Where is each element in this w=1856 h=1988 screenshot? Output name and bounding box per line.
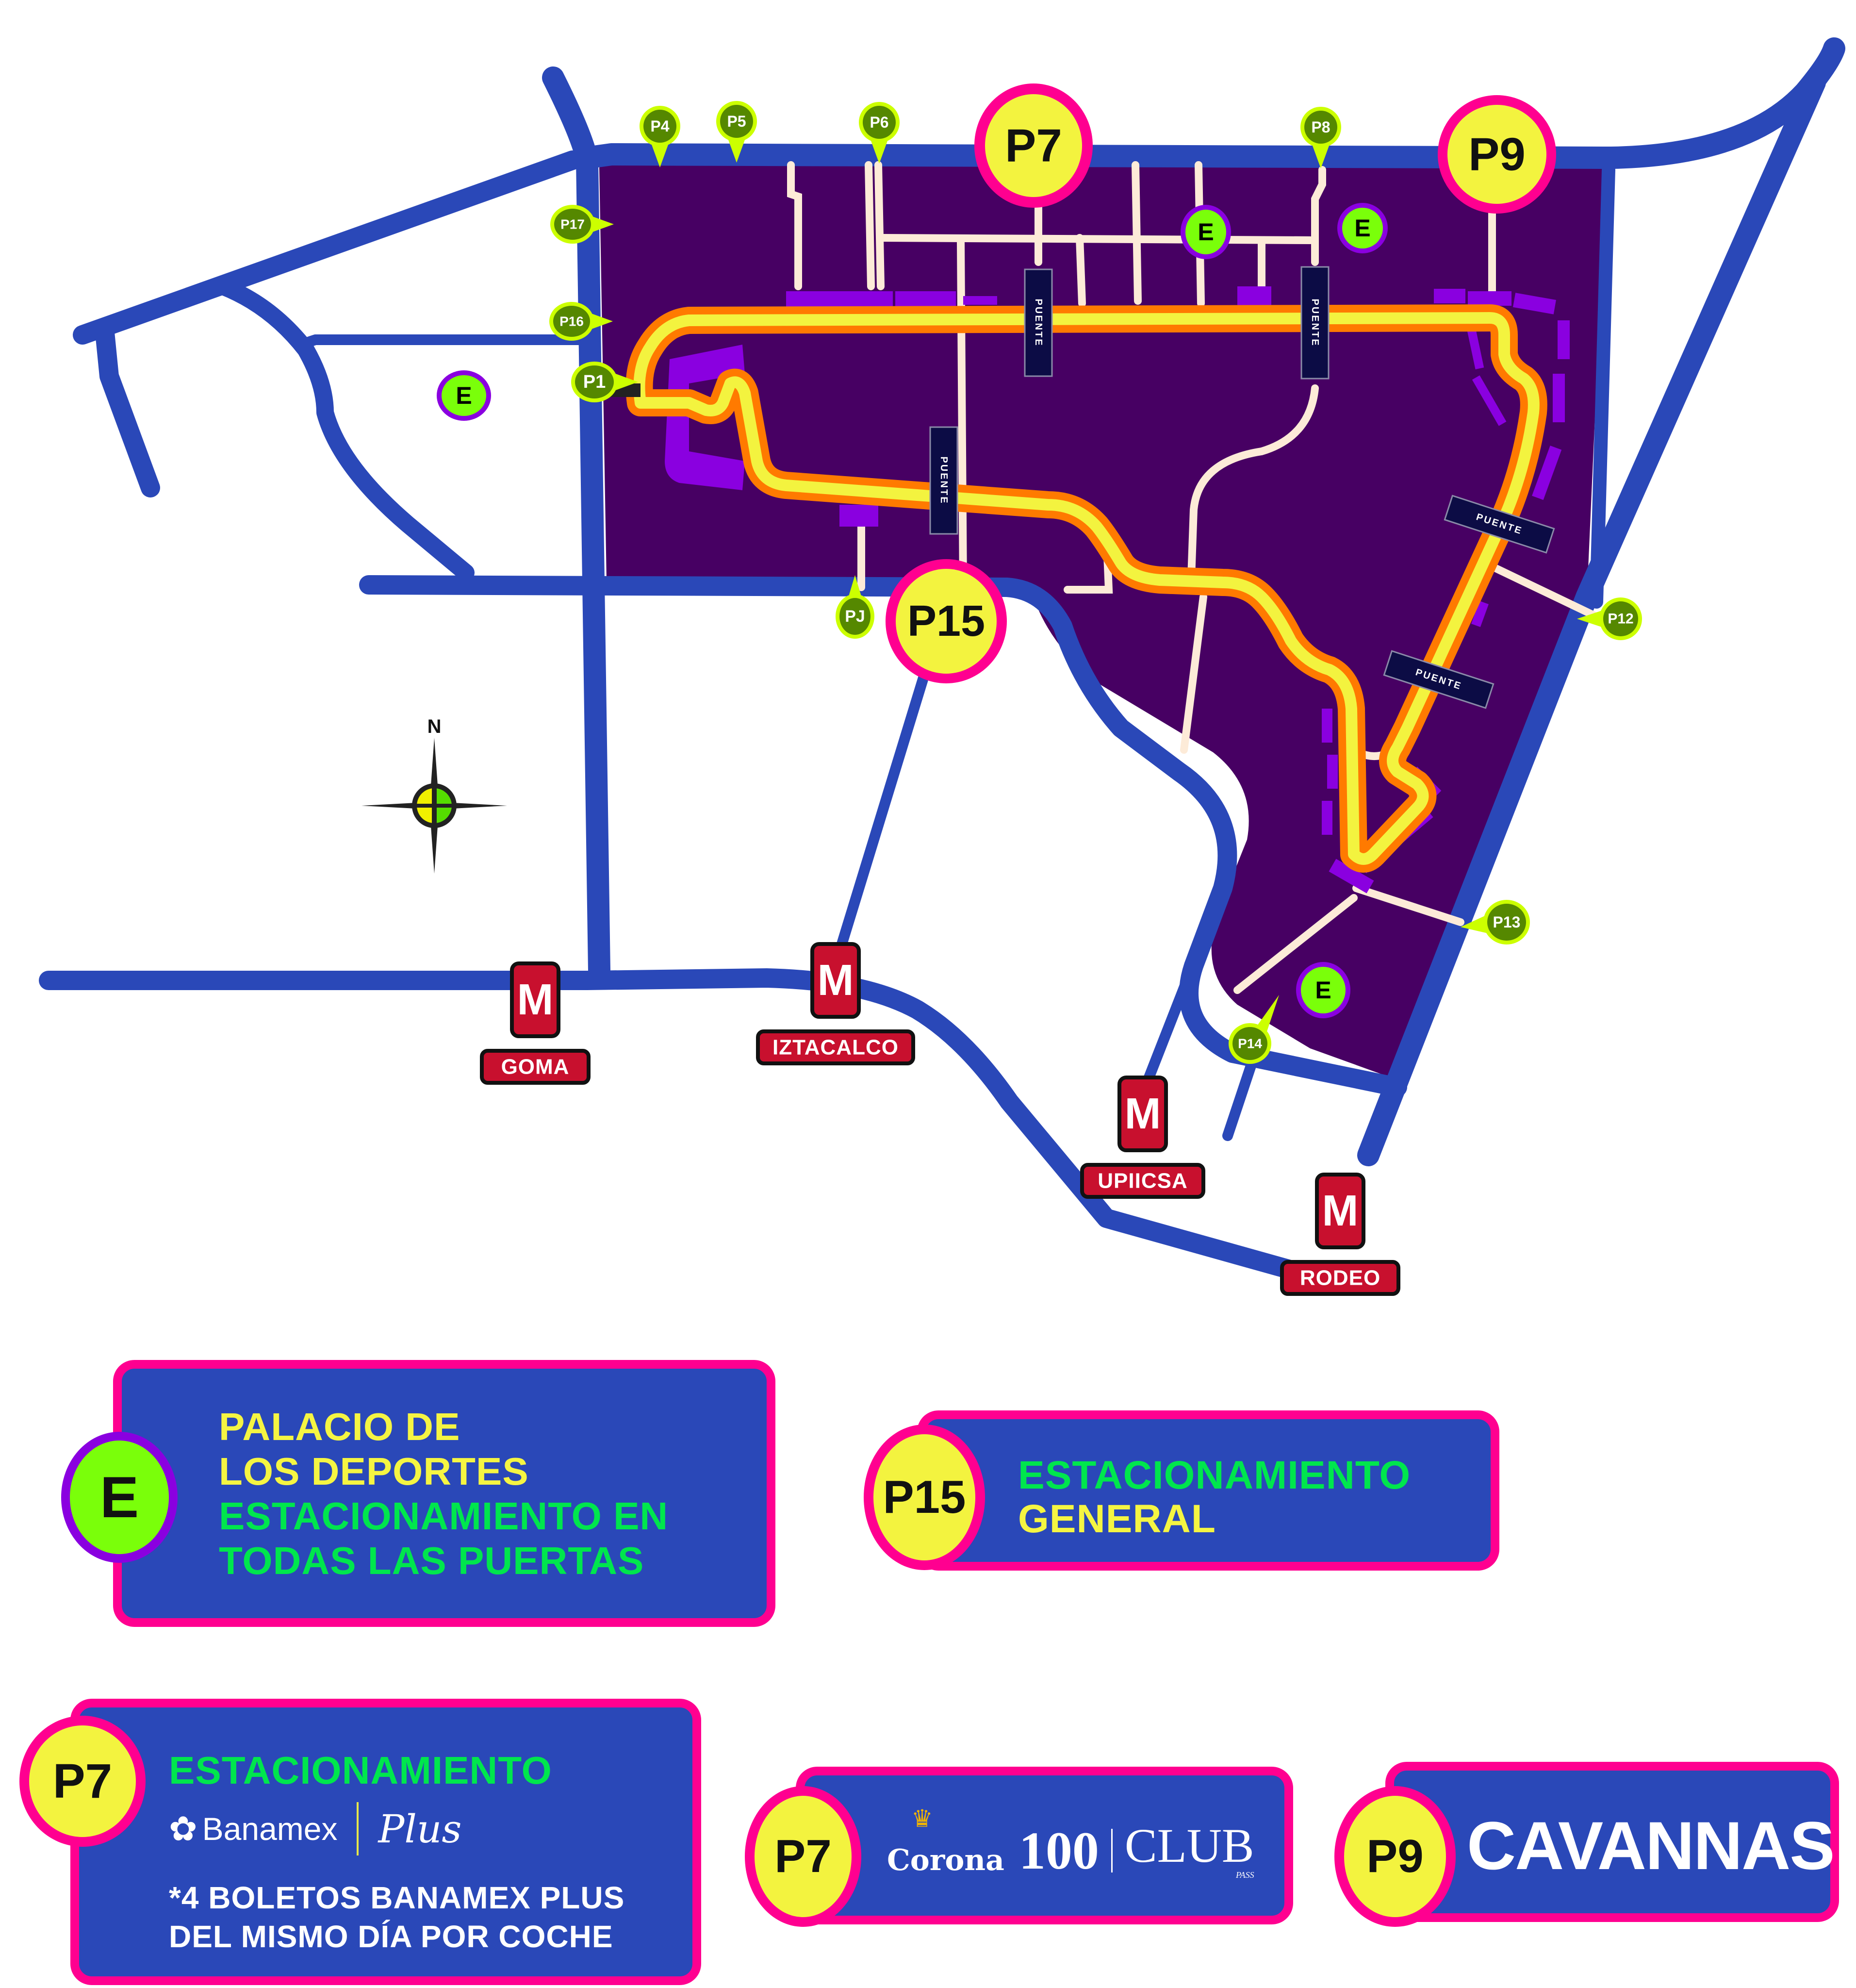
pin-p4[interactable]: P4: [640, 106, 680, 167]
legend-p7-banamex-badge: P7: [19, 1716, 146, 1847]
logo-divider: [357, 1802, 359, 1855]
svg-text:IZTACALCO: IZTACALCO: [772, 1036, 899, 1060]
svg-text:E: E: [1354, 215, 1370, 242]
metro-logo-icon: M: [818, 956, 854, 1005]
svg-text:P9: P9: [1468, 129, 1525, 181]
cavannas-logo-text: CAVANNAS: [1467, 1807, 1835, 1884]
svg-text:PUENTE: PUENTE: [1310, 298, 1320, 347]
compass-icon: N: [361, 716, 507, 874]
bridge-4[interactable]: PUENTE: [1444, 495, 1555, 554]
legend-p7-note1: *4 BOLETOS BANAMEX PLUS: [169, 1880, 625, 1915]
bridge-5[interactable]: PUENTE: [1383, 650, 1495, 709]
svg-text:P12: P12: [1608, 611, 1633, 627]
banamex-flower-icon: ✿: [169, 1810, 197, 1848]
banamex-plus-logos: ✿ Banamex Plus: [169, 1802, 461, 1855]
svg-text:P15: P15: [907, 597, 985, 646]
logo-divider: [1111, 1829, 1113, 1872]
e-marker-2[interactable]: E: [1337, 203, 1388, 253]
pin-p12[interactable]: P12: [1577, 597, 1642, 640]
legend-p7-corona-badge: P7: [745, 1786, 861, 1927]
pin-p17[interactable]: P17: [550, 205, 614, 244]
svg-text:P7: P7: [1005, 120, 1062, 172]
featured-p15[interactable]: P15: [886, 559, 1007, 683]
e-marker-1[interactable]: E: [1181, 205, 1231, 259]
svg-text:PUENTE: PUENTE: [1033, 298, 1044, 347]
legend-e-badge: E: [61, 1432, 178, 1563]
pin-p8[interactable]: P8: [1300, 107, 1341, 168]
legend-e-box: PALACIO DE LOS DEPORTES ESTACIONAMIENTO …: [113, 1360, 775, 1627]
pin-p1[interactable]: P1: [571, 362, 638, 402]
legend-p9-badge: P9: [1334, 1786, 1456, 1927]
legend-e-line2: LOS DEPORTES: [219, 1450, 529, 1493]
metro-logo-icon: M: [1125, 1090, 1161, 1138]
pass-text: PASS: [1235, 1870, 1254, 1880]
svg-text:P5: P5: [727, 113, 746, 130]
bridge-2[interactable]: PUENTE: [1300, 266, 1330, 380]
club-logo-text: CLUB PASS: [1124, 1818, 1254, 1880]
svg-text:E: E: [1198, 218, 1214, 246]
legend-p7-corona-box: ♛ Corona 100 CLUB PASS: [796, 1767, 1293, 1924]
corona-crown-icon: ♛: [911, 1805, 933, 1832]
legend-p9-box: CAVANNAS: [1385, 1762, 1839, 1922]
corona-100-text: 100: [1018, 1821, 1099, 1880]
roads: [39, 37, 1845, 1296]
legend-p7-title: ESTACIONAMIENTO: [169, 1749, 552, 1792]
bridge-1[interactable]: PUENTE: [1024, 268, 1053, 377]
legend-p15-line1: ESTACIONAMIENTO: [1018, 1453, 1411, 1497]
svg-text:P8: P8: [1311, 118, 1330, 136]
svg-text:P16: P16: [559, 314, 584, 329]
svg-text:P13: P13: [1493, 913, 1521, 931]
svg-text:GOMA: GOMA: [501, 1055, 570, 1079]
svg-text:P14: P14: [1238, 1036, 1262, 1051]
svg-text:P4: P4: [650, 117, 669, 135]
legend-e-line4: TODAS LAS PUERTAS: [219, 1539, 644, 1582]
legend-p7-banamex-box: ESTACIONAMIENTO ✿ Banamex Plus *4 BOLETO…: [70, 1699, 701, 1985]
metro-rodeo[interactable]: M RODEO: [1280, 1173, 1400, 1296]
svg-text:E: E: [456, 382, 472, 409]
e-marker-3[interactable]: E: [437, 370, 491, 421]
legend-p15-badge: P15: [864, 1425, 985, 1570]
legend-p15-box: ESTACIONAMIENTO GENERAL: [917, 1410, 1499, 1571]
race-track: [625, 304, 1547, 873]
bridge-3[interactable]: PUENTE: [929, 426, 958, 535]
svg-text:P17: P17: [560, 217, 585, 232]
e-marker-4[interactable]: E: [1296, 962, 1350, 1018]
svg-text:P6: P6: [870, 114, 888, 131]
featured-p7[interactable]: P7: [974, 83, 1093, 208]
legend-p15-line2: GENERAL: [1018, 1497, 1216, 1541]
metro-iztacalco[interactable]: M IZTACALCO: [756, 942, 915, 1065]
metro-upiicsa[interactable]: M UPIICSA: [1080, 1076, 1205, 1199]
legend-e-line1: PALACIO DE: [219, 1405, 460, 1448]
svg-text:P1: P1: [583, 372, 606, 392]
plus-logo-text: Plus: [378, 1806, 462, 1852]
pin-p14[interactable]: P14: [1229, 995, 1279, 1064]
svg-text:E: E: [1315, 977, 1331, 1004]
svg-text:UPIICSA: UPIICSA: [1098, 1169, 1187, 1193]
legend-e-line3: ESTACIONAMIENTO EN: [219, 1494, 669, 1538]
legend-p7-note2: DEL MISMO DÍA POR COCHE: [169, 1919, 613, 1954]
svg-text:N: N: [427, 716, 442, 737]
club-text: CLUB: [1124, 1818, 1254, 1872]
svg-text:PUENTE: PUENTE: [938, 456, 949, 504]
banamex-logo-text: Banamex: [202, 1811, 338, 1847]
metro-goma[interactable]: M GOMA: [480, 961, 591, 1085]
pin-p5[interactable]: P5: [716, 101, 757, 163]
metro-logo-icon: M: [517, 976, 554, 1024]
featured-p9[interactable]: P9: [1438, 95, 1556, 214]
svg-text:PJ: PJ: [845, 607, 865, 626]
corona-club-logos: ♛ Corona 100 CLUB PASS: [887, 1805, 1254, 1892]
svg-text:RODEO: RODEO: [1300, 1266, 1380, 1290]
pin-p6[interactable]: P6: [859, 102, 900, 164]
metro-logo-icon: M: [1322, 1187, 1359, 1235]
pin-p16[interactable]: P16: [549, 302, 613, 341]
pin-pj[interactable]: PJ: [836, 575, 874, 639]
pin-p13[interactable]: P13: [1461, 900, 1530, 944]
corona-logo-text: Corona: [887, 1843, 1004, 1877]
